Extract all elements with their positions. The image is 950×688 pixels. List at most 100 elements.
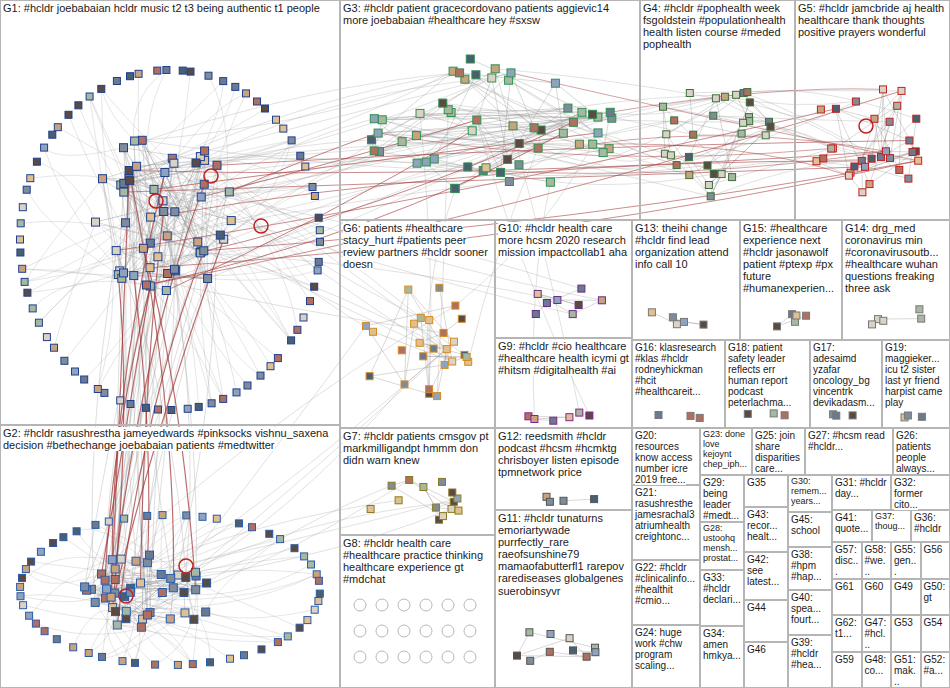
vertex-image [159,512,166,519]
network-edge [709,149,831,186]
network-edge [455,159,508,188]
network-edge [137,166,373,331]
vertex-image [718,171,725,178]
group-label: G3: #hcldr patient gracecordovano patien… [343,2,609,26]
vertex-image [566,635,573,642]
vertex-image [820,155,827,162]
vertex-image [507,69,515,77]
network-edge [167,236,196,576]
vertex-image [199,513,206,520]
vertex-image [254,98,261,105]
vertex-image [204,275,212,283]
vertex-image [315,258,322,265]
vertex-image [174,571,182,579]
vertex-image [166,615,174,623]
vertex-image [913,115,920,122]
isolated-vertex [354,599,366,611]
vertex-image [81,583,89,591]
group-box: G52: #a... [921,652,950,688]
group-label: G48: co... [865,654,887,676]
vertex-image [505,178,513,186]
vertex-image [370,115,378,123]
vertex-image [113,78,120,85]
vertex-image [187,68,194,75]
vertex-image [575,302,582,309]
group-label: G36: #hcldr [914,512,941,534]
group-label: G28: ustoohq mensh... prostat... [703,523,738,563]
network-edge [89,593,116,653]
vertex-image [19,265,26,272]
network-edge [196,160,315,196]
group-box: G49 [891,579,921,616]
network-edge [716,98,872,158]
group-label: G26: patients people always... [896,430,935,474]
vertex-image [227,655,234,662]
vertex-image [192,159,200,167]
network-edge [131,158,173,588]
network-edge [874,119,899,170]
network-edge [370,376,429,394]
vertex-image [660,103,667,110]
vertex-image [448,505,455,512]
vertex-image [669,314,676,321]
vertex-image [117,397,124,404]
vertex-image [60,534,67,541]
vertex-image [75,102,82,109]
vertex-image [205,72,212,79]
vertex-image [213,161,221,169]
vertex-image [813,158,820,165]
vertex-image [762,132,769,139]
vertex-image [687,412,694,419]
vertex-image [434,393,441,400]
vertex-image [559,129,567,137]
vertex-image [869,321,876,328]
group-label: G21: rasushresthe jamesrachal3 atriumhea… [635,487,694,542]
vertex-image [94,386,101,393]
vertex-image [411,320,418,327]
group-box: G12: reedsmith #hcldr podcast #hcsm #hcm… [495,428,632,510]
vertex-image [65,111,72,118]
vertex-image [182,573,190,581]
vertex-image [315,577,322,584]
network-edge [573,300,602,314]
edge-layer [20,59,921,665]
vertex-image [451,185,459,193]
vertex-image [712,95,719,102]
vertex-image [497,168,505,176]
group-label: G16: klasresearch #klas #hcldr rodneyhic… [635,342,716,397]
vertex-image [122,219,130,227]
group-label: G35 [747,477,766,488]
network-edge [30,175,163,200]
vertex-image [401,381,408,388]
vertex-image [543,300,550,307]
vertex-image [107,593,115,601]
group-label: G2: #hcldr rasushrestha jameyedwards #pi… [3,427,328,451]
vertex-image [258,646,265,653]
vertex-image [430,345,437,352]
group-box: G7: #hcldr patients cmsgov pt markmillig… [340,428,495,535]
vertex-image [120,144,128,152]
vertex-image [546,648,553,655]
vertex-image [249,524,256,531]
network-edge [736,90,916,118]
vertex-image [862,163,869,170]
vertex-image [866,181,873,188]
vertex-image [849,412,856,419]
vertex-image [366,373,373,380]
vertex-image [405,286,412,293]
group-label: G25: join share disparities care... [755,430,800,474]
vertex-image [274,355,281,362]
group-box: G61 [832,579,862,616]
network-edge [593,114,694,134]
network-edge [557,300,602,301]
network-edge [568,95,736,108]
group-label: G34: amen hmkya... [703,628,741,661]
network-edge [711,158,890,196]
group-label: G24: huge work #chw program scaling... [635,627,682,671]
vertex-image [705,182,712,189]
vertex-image [29,305,36,312]
vertex-image [828,145,835,152]
vertex-image [288,137,295,144]
vertex-image [207,659,214,666]
